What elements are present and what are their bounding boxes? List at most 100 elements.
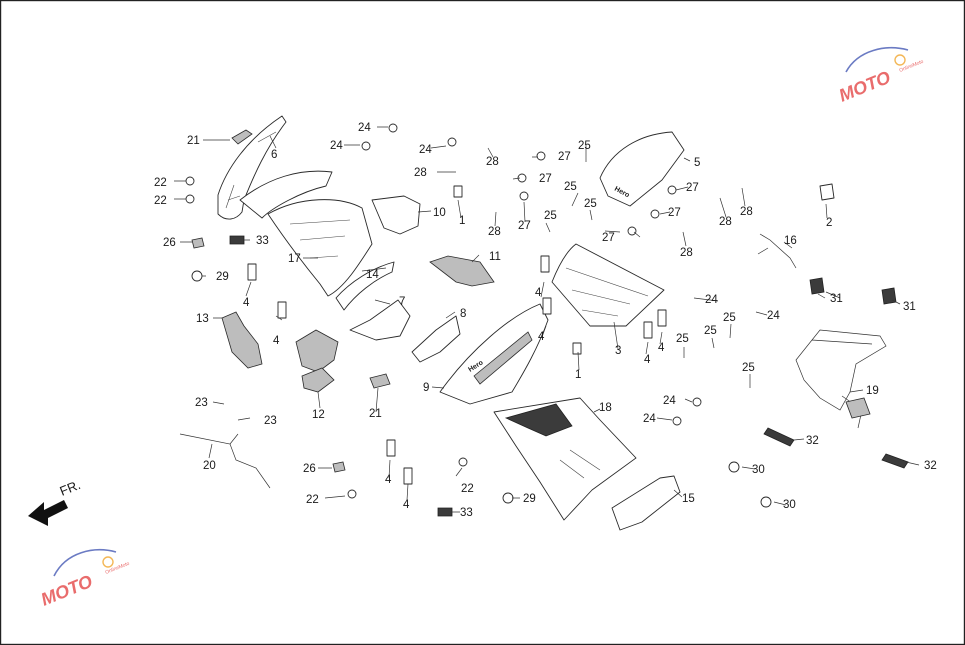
- clip-26b: [332, 461, 346, 473]
- watermark-logo-text-2: MOTO: [38, 571, 95, 610]
- callout-33-b: 33: [460, 507, 473, 519]
- clip-21b: [369, 373, 391, 389]
- washer-27e: [650, 209, 660, 219]
- callout-26-a: 26: [163, 237, 176, 249]
- callout-22-d: 22: [306, 494, 319, 506]
- front-label: FR.: [58, 477, 83, 499]
- callout-25-f: 25: [704, 325, 717, 337]
- part-stay-20: [179, 433, 271, 489]
- callout-10: 10: [433, 207, 446, 219]
- callout-28-e: 28: [740, 206, 753, 218]
- callout-19: 19: [866, 385, 879, 397]
- callout-29-a: 29: [216, 271, 229, 283]
- part-trim-8: [411, 315, 461, 363]
- part-upper-cowl: [217, 115, 287, 220]
- bracket-2: [819, 183, 835, 201]
- callout-25-b: 25: [564, 181, 577, 193]
- callout-24-e: 24: [767, 310, 780, 322]
- part-inner-panel: [239, 170, 333, 219]
- grommet-29a: [191, 270, 203, 282]
- callout-23-b: 23: [264, 415, 277, 427]
- callout-11: 11: [489, 251, 501, 263]
- watermark-bottom-left: MOTO OnlineMoto: [38, 549, 131, 610]
- watermark-gear-icon-2: [102, 556, 114, 568]
- callout-22-b: 22: [154, 195, 167, 207]
- screw-22d: [347, 489, 357, 499]
- callout-28-f: 28: [680, 247, 693, 259]
- callout-27-b: 27: [539, 173, 552, 185]
- clip-26a: [191, 237, 205, 249]
- part-duct-12: [295, 329, 339, 373]
- callout-22-a: 22: [154, 177, 167, 189]
- callout-12: 12: [312, 409, 325, 421]
- callout-8: 8: [460, 308, 466, 320]
- tape-4d: [542, 297, 552, 315]
- clip-33b: [437, 507, 453, 517]
- callout-32-b: 32: [924, 460, 937, 472]
- grommet-29b: [502, 492, 514, 504]
- callout-26-b: 26: [303, 463, 316, 475]
- tape-4e: [386, 439, 396, 457]
- callout-3: 3: [615, 345, 621, 357]
- callout-numbers: 1 1 2 4 4 4 4 4 4 4 4 3 5 6 7 8 10 11 12…: [154, 122, 937, 519]
- front-direction-indicator: FR.: [28, 477, 83, 526]
- front-arrow-icon: [28, 500, 68, 526]
- callout-25-g: 25: [723, 312, 736, 324]
- callout-9: 9: [423, 382, 429, 394]
- callout-21-a: 21: [187, 135, 200, 147]
- callout-25-e: 25: [676, 333, 689, 345]
- tape-4g: [643, 321, 653, 339]
- callout-24-a: 24: [358, 122, 371, 134]
- callout-15: 15: [682, 493, 695, 505]
- washer-27c: [519, 191, 529, 201]
- callout-29-b: 29: [523, 493, 536, 505]
- watermark-gear-icon: [894, 54, 906, 66]
- callout-2: 2: [826, 217, 832, 229]
- tape-4h: [657, 309, 667, 327]
- callout-28-a: 28: [486, 156, 499, 168]
- callout-23-a: 23: [195, 397, 208, 409]
- callout-31-b: 31: [903, 301, 916, 313]
- callout-20: 20: [203, 460, 216, 472]
- watermark-swoosh-icon-2: [53, 549, 117, 577]
- part-belly-15: [611, 475, 681, 531]
- bolt-head-22b: [185, 194, 195, 204]
- callout-4-a: 4: [243, 297, 250, 309]
- callout-4-g: 4: [644, 354, 651, 366]
- callout-5: 5: [694, 157, 700, 169]
- callout-31-a: 31: [830, 293, 843, 305]
- callout-28-c: 28: [488, 226, 501, 238]
- callout-4-e: 4: [385, 474, 392, 486]
- screw-24c: [447, 137, 457, 147]
- watermark-top-right: MOTO OnlineMoto: [836, 47, 925, 106]
- screw-24d: [692, 397, 702, 407]
- callout-24-d: 24: [705, 294, 718, 306]
- callout-1-upper: 1: [459, 215, 465, 227]
- callout-4-d: 4: [538, 331, 545, 343]
- callout-25-c: 25: [544, 210, 557, 222]
- washer-27a: [536, 151, 546, 161]
- part-side-fairing: [439, 303, 549, 405]
- part-trim-7: [349, 299, 411, 341]
- callout-27-e: 27: [668, 207, 681, 219]
- callout-21-b: 21: [369, 408, 382, 420]
- screw-24b: [361, 141, 371, 151]
- callout-17: 17: [288, 253, 301, 265]
- nut-1a: [453, 185, 463, 198]
- callout-4-f: 4: [403, 499, 410, 511]
- tape-4b: [277, 301, 287, 319]
- screw-24a: [388, 123, 398, 133]
- callout-14: 14: [366, 269, 379, 281]
- callout-22-c: 22: [461, 483, 474, 495]
- part-vent-11: [429, 255, 495, 287]
- watermark-swoosh-icon: [845, 47, 909, 73]
- tape-4a: [247, 263, 257, 281]
- callout-13: 13: [196, 313, 209, 325]
- callout-16: 16: [784, 235, 797, 247]
- part-bracket-13: [221, 311, 263, 369]
- part-windscreen-5: [599, 131, 685, 207]
- washer-27d: [667, 185, 677, 195]
- washer-27f: [627, 226, 637, 236]
- callout-18: 18: [599, 402, 612, 414]
